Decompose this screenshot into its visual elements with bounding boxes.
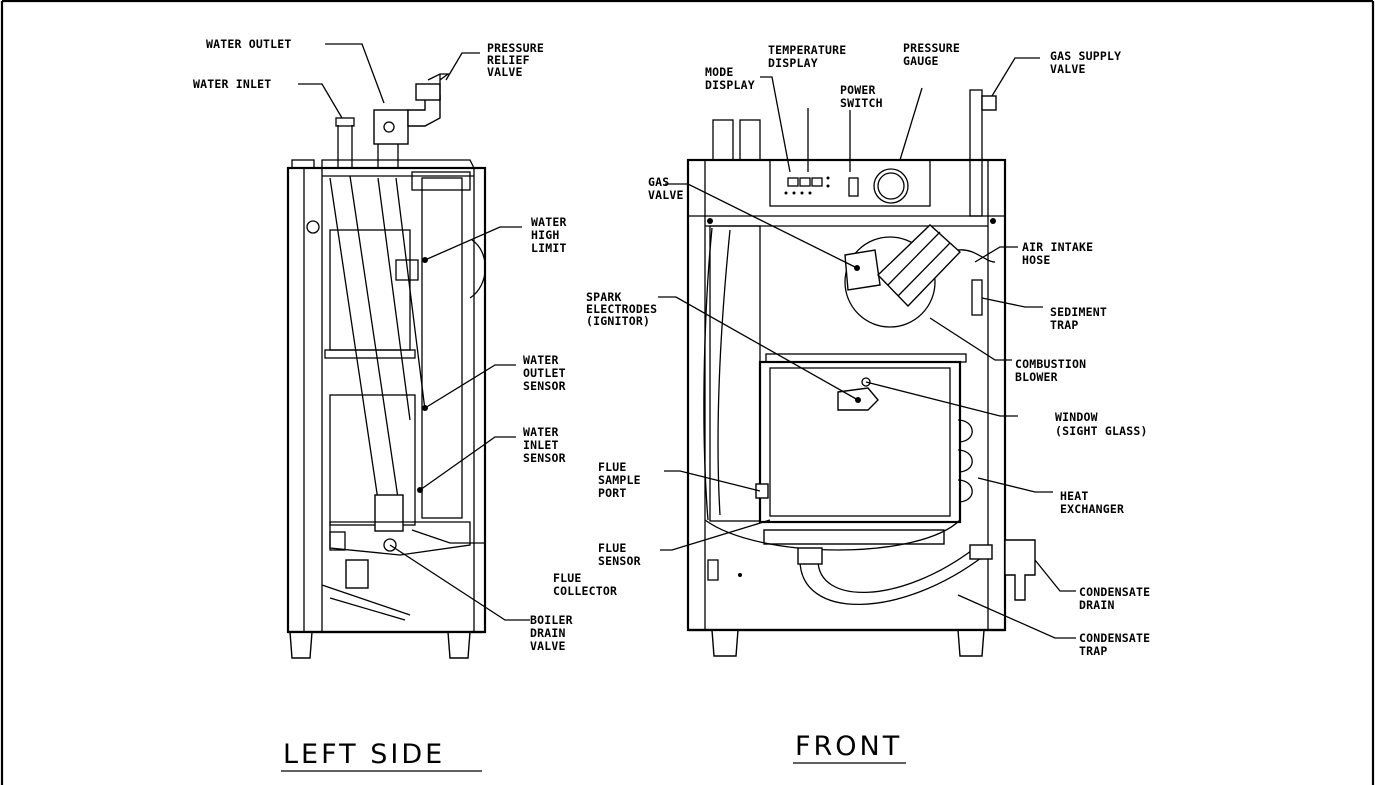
water-outlet-sensor-line: SENSOR	[523, 379, 566, 393]
window-sight-glass-line: WINDOW	[1055, 410, 1098, 424]
pressure-gauge-line: GAUGE	[903, 54, 939, 68]
flue-sensor-line: SENSOR	[598, 554, 641, 568]
water-outlet-sensor-line: OUTLET	[523, 366, 566, 380]
sediment-trap-line: SEDIMENT	[1050, 305, 1107, 319]
view-titles: LEFT SIDE FRONT	[281, 731, 906, 772]
water-inlet-line: WATER INLET	[193, 77, 271, 91]
mode-display-line: DISPLAY	[705, 78, 755, 92]
condensate-trap-line: CONDENSATE	[1079, 631, 1150, 645]
sediment-trap-line: TRAP	[1050, 318, 1079, 332]
pressure-relief-valve-line: VALVE	[487, 65, 523, 79]
flue-sample-port-line: FLUE	[598, 460, 627, 474]
gas-valve-line: VALVE	[648, 188, 684, 202]
flue-sensor-line: FLUE	[598, 541, 627, 555]
water-high-limit-line: WATER	[531, 215, 567, 229]
mode-display-line: MODE	[705, 65, 734, 79]
water-inlet-sensor-line: SENSOR	[523, 451, 566, 465]
pressure-gauge-line: PRESSURE	[903, 41, 960, 55]
spark-electrodes-line: ELECTRODES	[586, 302, 657, 316]
leader-lines	[298, 43, 1076, 639]
flue-collector-line: COLLECTOR	[553, 584, 617, 598]
water-outlet-line: WATER OUTLET	[206, 37, 291, 51]
condensate-drain-line: CONDENSATE	[1079, 585, 1150, 599]
flue-sample-port-line: SAMPLE	[598, 473, 641, 487]
combustion-blower-line: BLOWER	[1015, 370, 1058, 384]
combustion-blower-line: COMBUSTION	[1015, 357, 1086, 371]
view-title-left-side: LEFT SIDE	[283, 739, 445, 770]
power-switch-line: POWER	[840, 83, 876, 97]
condensate-drain-line: DRAIN	[1079, 598, 1115, 612]
flue-collector-line: FLUE	[553, 571, 582, 585]
air-intake-hose-line: HOSE	[1022, 253, 1051, 267]
boiler-drain-valve-line: DRAIN	[530, 626, 566, 640]
heat-exchanger-line: HEAT	[1060, 489, 1089, 503]
water-outlet-sensor-line: WATER	[523, 353, 559, 367]
label-water-outlet: WATER OUTLET	[206, 37, 291, 51]
air-intake-hose-line: AIR INTAKE	[1022, 240, 1093, 254]
label-water-inlet: WATER INLET	[193, 77, 271, 91]
water-high-limit-line: LIMIT	[531, 241, 567, 255]
left-side-view	[286, 73, 487, 659]
pressure-relief-valve-line: RELIEF	[487, 53, 530, 67]
water-inlet-sensor-line: INLET	[523, 438, 559, 452]
gas-valve-line: GAS	[648, 175, 669, 189]
gas-supply-valve-line: VALVE	[1050, 62, 1086, 76]
boiler-drain-valve-line: BOILER	[530, 613, 573, 627]
power-switch-line: SWITCH	[840, 96, 883, 110]
temperature-display-line: DISPLAY	[768, 56, 818, 70]
boiler-drain-valve-line: VALVE	[530, 639, 566, 653]
front-view	[686, 89, 1036, 657]
spark-electrodes-line: SPARK	[586, 290, 622, 304]
gas-supply-valve-line: GAS SUPPLY	[1050, 49, 1121, 63]
temperature-display-line: TEMPERATURE	[768, 43, 846, 57]
view-title-front: FRONT	[795, 731, 902, 762]
pressure-relief-valve-line: PRESSURE	[487, 41, 544, 55]
flue-sample-port-line: PORT	[598, 486, 627, 500]
condensate-trap-line: TRAP	[1079, 644, 1108, 658]
spark-electrodes-line: (IGNITOR)	[586, 314, 650, 328]
window-sight-glass-line: (SIGHT GLASS)	[1055, 424, 1148, 438]
label-window-sight-glass: WINDOW(SIGHT GLASS)	[1055, 410, 1148, 438]
water-high-limit-line: HIGH	[531, 228, 560, 242]
heat-exchanger-line: EXCHANGER	[1060, 502, 1124, 516]
water-inlet-sensor-line: WATER	[523, 425, 559, 439]
